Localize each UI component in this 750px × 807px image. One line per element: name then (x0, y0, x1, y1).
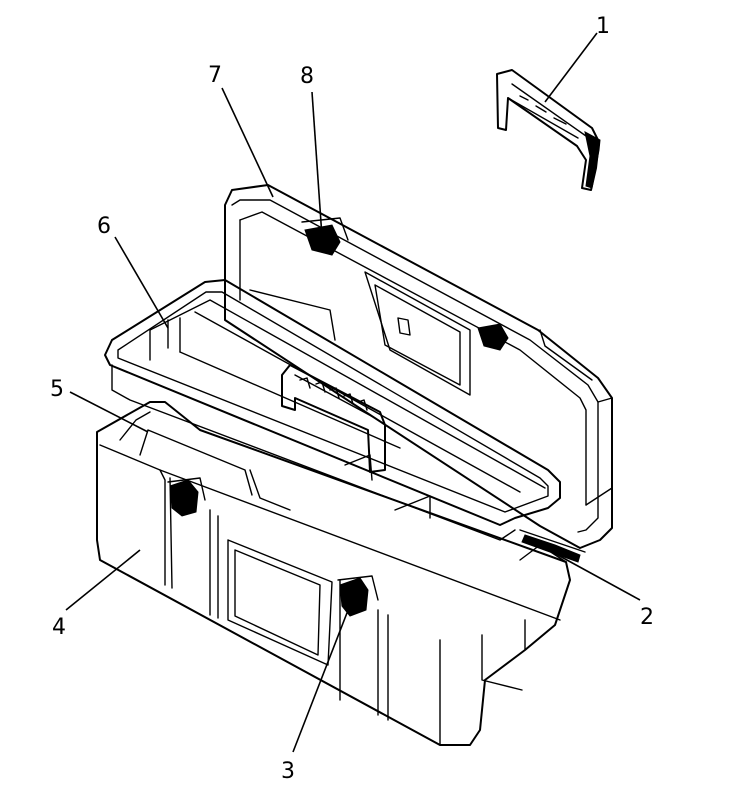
front-latch (167, 477, 379, 617)
callout-labels: 1 2 3 4 5 6 7 8 (50, 14, 654, 784)
callout-7: 7 (208, 63, 222, 88)
leader-7 (221, 87, 274, 198)
lid-latch-receiver (301, 217, 509, 351)
tray-part (104, 279, 561, 541)
callout-8: 8 (300, 64, 314, 89)
handle-part (496, 69, 601, 191)
base-part (96, 401, 571, 746)
hinge-part (519, 529, 586, 563)
callout-4: 4 (52, 615, 66, 640)
leader-3 (292, 599, 353, 753)
leader-6 (114, 236, 169, 329)
callout-3: 3 (281, 759, 295, 784)
leader-8 (311, 91, 323, 238)
leader-5 (69, 391, 149, 433)
leader-lines (65, 32, 641, 753)
callout-1: 1 (596, 14, 610, 39)
callout-2: 2 (640, 605, 654, 630)
callout-6: 6 (97, 214, 111, 239)
lid-part (224, 184, 613, 549)
leader-4 (65, 549, 141, 611)
leader-1 (544, 32, 598, 103)
leader-2 (544, 547, 641, 601)
callout-5: 5 (50, 377, 64, 402)
